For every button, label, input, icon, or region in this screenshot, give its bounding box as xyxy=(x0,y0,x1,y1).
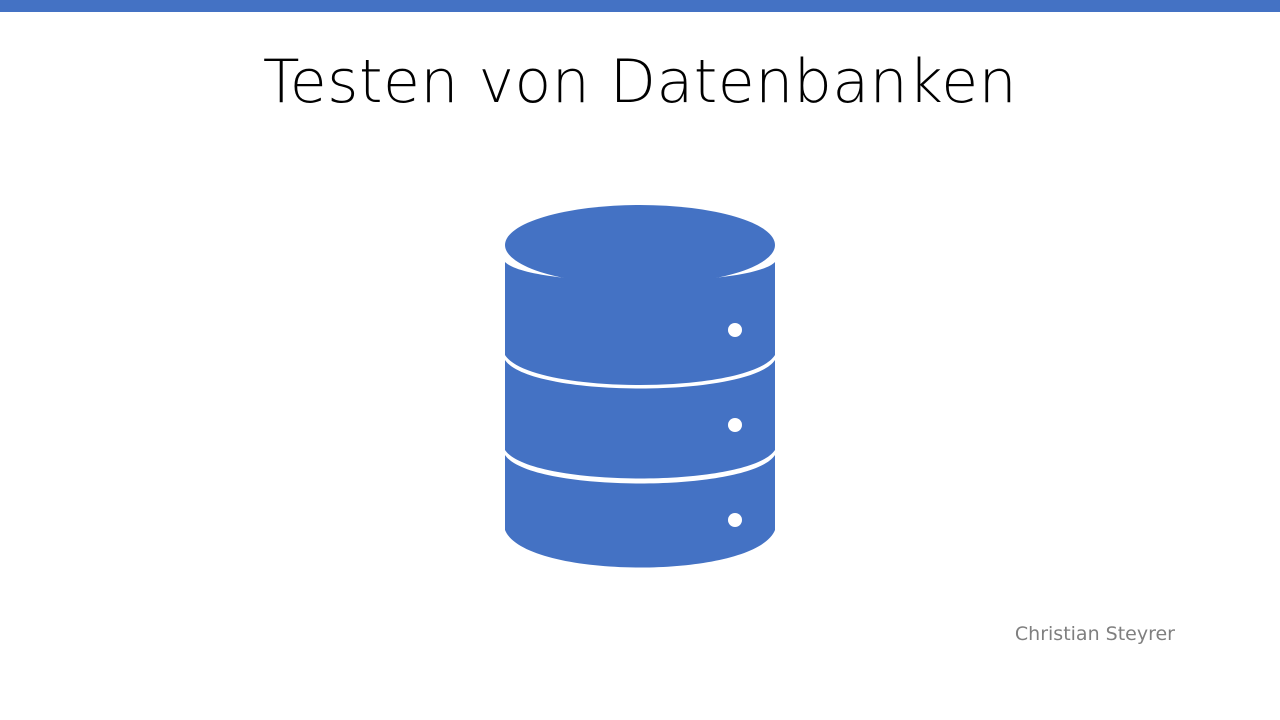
top-accent-bar xyxy=(0,0,1280,12)
database-icon xyxy=(505,205,775,568)
database-tier-3 xyxy=(505,455,775,568)
database-tier-2 xyxy=(505,360,775,479)
author-name: Christian Steyrer xyxy=(1014,623,1175,645)
database-tier-2-indicator xyxy=(728,418,742,432)
slide-title: Testen von Datenbanken xyxy=(262,47,1018,117)
database-tier-3-indicator xyxy=(728,513,742,527)
database-tier-1 xyxy=(505,262,775,385)
database-tier-1-indicator xyxy=(728,323,742,337)
database-top-disc xyxy=(505,205,775,285)
